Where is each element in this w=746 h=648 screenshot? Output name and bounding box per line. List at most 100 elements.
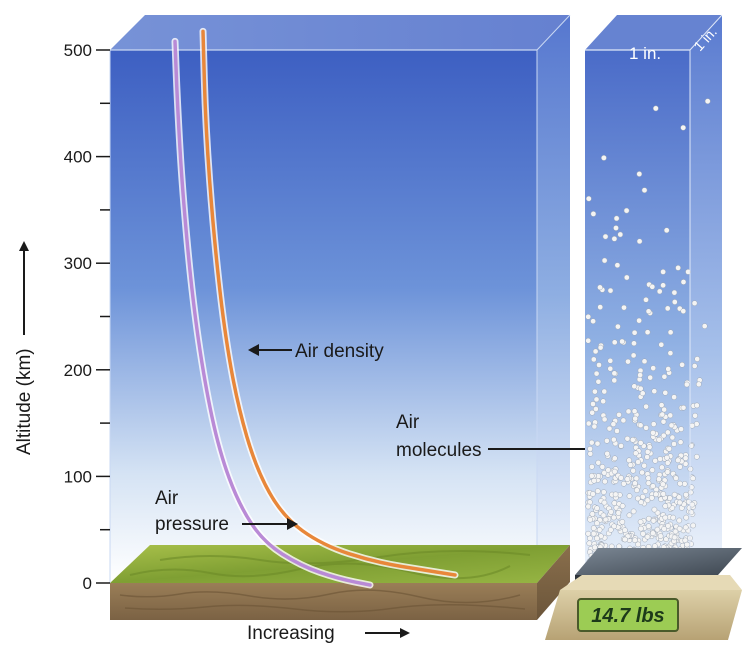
air-molecule [634, 487, 640, 494]
air-molecule [643, 425, 649, 431]
y-axis-arrowhead [19, 241, 29, 251]
air-molecule [590, 530, 597, 537]
column-side-face [690, 15, 722, 580]
curves [171, 27, 459, 589]
air-molecule [692, 412, 698, 419]
air-molecule [589, 463, 595, 470]
air-molecule [645, 523, 652, 530]
air-molecule [591, 477, 597, 484]
air-molecule [589, 511, 596, 517]
air-molecule [673, 475, 679, 482]
air-molecule [666, 445, 673, 452]
air-molecule [644, 454, 650, 460]
air-molecule [651, 388, 658, 395]
air-molecule [644, 329, 651, 336]
air-molecule [597, 344, 604, 351]
air-molecule [638, 499, 644, 506]
air-molecule [676, 499, 683, 506]
block-edge [536, 14, 571, 51]
air-molecule [652, 105, 659, 112]
air-molecule [656, 288, 663, 295]
air-molecule [620, 480, 627, 487]
air-molecule [621, 304, 627, 311]
air-molecule [632, 450, 639, 457]
y-axis-title-group: Altitude (km) [14, 241, 35, 455]
air-molecule [683, 491, 689, 498]
air-molecule [681, 481, 688, 487]
air-molecule [671, 441, 677, 447]
air-molecule [590, 356, 597, 363]
air-molecule [664, 305, 671, 312]
air-molecule [585, 195, 592, 202]
air-molecule [614, 428, 620, 434]
air-molecule [607, 357, 614, 364]
y-tick-label: 500 [64, 41, 92, 60]
air-molecule [660, 282, 666, 289]
air-molecule [588, 473, 595, 479]
air-molecule [611, 377, 618, 384]
y-axis-title: Altitude (km) [14, 348, 35, 455]
air-molecule [660, 491, 667, 497]
air-molecule [695, 381, 702, 388]
air-molecule [611, 455, 618, 462]
column-edge [689, 14, 723, 51]
air-molecule [611, 468, 618, 475]
air-molecule [635, 495, 641, 502]
air-molecule [619, 503, 626, 509]
air-molecule [644, 533, 651, 540]
air-molecule [661, 526, 667, 532]
air-molecule [652, 457, 659, 464]
air-molecule [633, 475, 640, 482]
air-molecule [660, 269, 666, 275]
air-molecule [683, 381, 690, 388]
air-molecule [597, 284, 603, 291]
air-molecule [622, 527, 628, 533]
air-molecule [637, 385, 644, 392]
scale-plate [575, 548, 742, 575]
air-molecule [590, 491, 596, 497]
air-molecule [675, 265, 681, 271]
air-molecule [691, 363, 698, 369]
air-molecule [667, 412, 674, 419]
curve-density [201, 29, 457, 577]
air-molecule [679, 361, 685, 368]
y-tick-label: 100 [64, 467, 92, 486]
air-molecule [590, 318, 596, 325]
air-molecule [704, 98, 711, 105]
column-front-dimension: 1 in. [629, 44, 661, 63]
air-molecule [676, 525, 683, 532]
air-molecule [678, 426, 684, 432]
air-molecules-annotation: Air molecules [396, 412, 602, 461]
air-molecule [662, 389, 669, 396]
air-molecule [611, 339, 618, 346]
air-density-arrowhead [248, 344, 259, 356]
air-pressure-arrowhead [287, 518, 298, 530]
air-molecule [597, 304, 604, 310]
air-molecule [650, 530, 656, 537]
air-molecule [677, 439, 684, 446]
air-molecule [585, 530, 592, 537]
air-molecule [624, 476, 631, 482]
air-molecule [660, 418, 667, 425]
air-molecule [639, 469, 645, 476]
air-molecule [675, 457, 681, 464]
air-molecule [587, 446, 593, 452]
air-molecule [650, 421, 657, 427]
air-molecule [656, 476, 662, 483]
air-molecule [594, 505, 600, 512]
air-molecules-label-line2: molecules [396, 440, 482, 461]
air-molecule [642, 488, 649, 495]
air-molecule [650, 429, 656, 436]
air-molecule [594, 520, 600, 527]
air-molecule [680, 124, 687, 131]
air-molecule [608, 509, 614, 515]
air-molecule [688, 509, 695, 516]
air-molecule [625, 358, 631, 365]
air-molecule [601, 155, 607, 161]
air-molecule [636, 238, 643, 245]
air-molecule [668, 422, 675, 429]
air-molecule [687, 489, 694, 496]
air-molecule [615, 510, 622, 516]
